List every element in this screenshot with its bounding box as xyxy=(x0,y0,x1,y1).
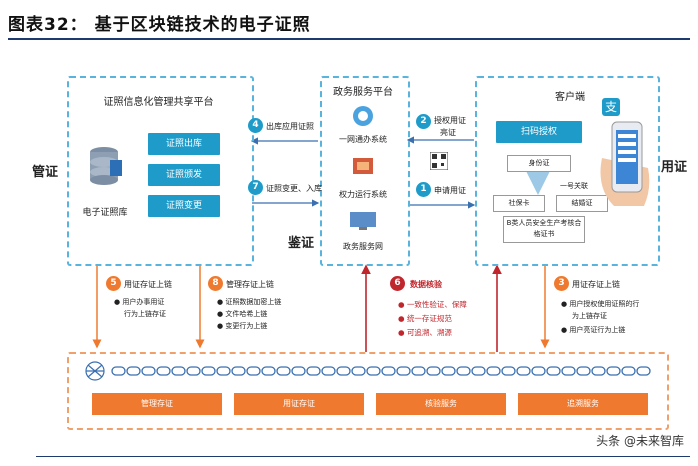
qr-code-icon xyxy=(430,152,448,170)
step-8-bullet-3: ● 变更行为上链 xyxy=(217,322,268,330)
chain-links xyxy=(111,366,651,376)
client-title: 客户端 xyxy=(555,92,585,103)
cert-issue-button[interactable]: 证照颁发 xyxy=(148,164,220,186)
step-3-bullet-2: 为上链存证 xyxy=(572,312,607,320)
blockchain-layer-box xyxy=(67,352,669,430)
id-card-box: 身份证 xyxy=(507,155,571,172)
phone-hand-image xyxy=(600,121,650,206)
gov-portal-label: 政务服务网 xyxy=(343,242,383,251)
step-3-bullet-3: ● 用户亮证行为上链 xyxy=(561,326,626,334)
chain-verify-button[interactable]: 核验服务 xyxy=(376,393,506,415)
bottom-divider xyxy=(36,456,690,457)
step-8-bullet-1: ● 证照数据加密上链 xyxy=(217,298,282,306)
step-8-bullet-2: ● 文件哈希上链 xyxy=(217,310,268,318)
alipay-icon: 支 xyxy=(602,98,620,116)
step-5-badge: 5 xyxy=(106,276,121,291)
step-3-badge: 3 xyxy=(554,276,569,291)
step-6-bullet-3: ● 可追溯、溯源 xyxy=(398,328,452,337)
power-system-label: 权力运行系统 xyxy=(339,190,387,199)
one-code-link-label: 一号关联 xyxy=(560,182,588,190)
left-platform-title: 证照信息化管理共享平台 xyxy=(103,97,214,108)
step-8-label: 管理存证上链 xyxy=(226,280,274,289)
marriage-cert-box: 结婚证 xyxy=(556,195,608,212)
title-divider xyxy=(8,38,690,40)
social-card-box: 社保卡 xyxy=(493,195,545,212)
watermark: 头条 @未来智库 xyxy=(596,434,684,448)
client-box xyxy=(475,76,660,266)
gov-portal-icon xyxy=(350,212,376,230)
cert-outbound-button[interactable]: 证照出库 xyxy=(148,133,220,155)
center-platform-title: 政务服务平台 xyxy=(333,87,393,98)
chain-manage-button[interactable]: 管理存证 xyxy=(92,393,222,415)
one-stop-icon xyxy=(353,106,373,126)
database-icon xyxy=(90,147,122,185)
step-1-label: 申请用证 xyxy=(434,186,466,195)
step-7-label: 证照变更、入库 xyxy=(266,184,322,193)
step-2-label-line2: 亮证 xyxy=(440,128,456,137)
step-6-bullet-1: ● 一致性验证、保障 xyxy=(398,300,467,309)
page-title: 图表32： 基于区块链技术的电子证照 xyxy=(8,15,311,35)
use-cert-label: 用证 xyxy=(661,160,688,175)
step-1-badge: 1 xyxy=(416,182,431,197)
power-system-icon xyxy=(353,158,373,174)
safety-cert-box: B类人员安全生产考核合格证书 xyxy=(503,216,585,243)
center-platform-box xyxy=(320,76,410,266)
step-4-badge: 4 xyxy=(248,118,263,133)
step-6-label: 数据核验 xyxy=(410,280,442,289)
database-label: 电子证照库 xyxy=(82,208,128,218)
step-2-label-line1: 授权用证 xyxy=(434,116,466,125)
step-7-badge: 7 xyxy=(248,180,263,195)
step-6-bullet-2: ● 统一存证规范 xyxy=(398,314,452,323)
step-3-label: 用证存证上链 xyxy=(572,280,620,289)
step-5-bullet-2: 行为上链存证 xyxy=(124,310,166,318)
step-8-badge: 8 xyxy=(208,276,223,291)
step-2-badge: 2 xyxy=(416,114,431,129)
step-4-label: 出库应用证照 xyxy=(266,122,314,131)
step-5-bullet-1: ● 用户办事用证 xyxy=(114,298,165,306)
step-6-badge: 6 xyxy=(390,276,405,291)
manage-cert-label: 管证 xyxy=(32,165,59,180)
cert-change-button[interactable]: 证照变更 xyxy=(148,195,220,217)
one-stop-system-label: 一网通办系统 xyxy=(339,135,387,144)
left-platform-box xyxy=(67,76,254,266)
chain-trace-button[interactable]: 追溯服务 xyxy=(518,393,648,415)
step-3-bullet-1: ● 用户授权使用证照的行 xyxy=(561,300,640,308)
chain-use-button[interactable]: 用证存证 xyxy=(234,393,364,415)
blockchain-icon xyxy=(85,361,105,381)
step-5-label: 用证存证上链 xyxy=(124,280,172,289)
verify-cert-label: 鉴证 xyxy=(288,236,315,251)
scan-authorize-button[interactable]: 扫码授权 xyxy=(496,121,582,143)
